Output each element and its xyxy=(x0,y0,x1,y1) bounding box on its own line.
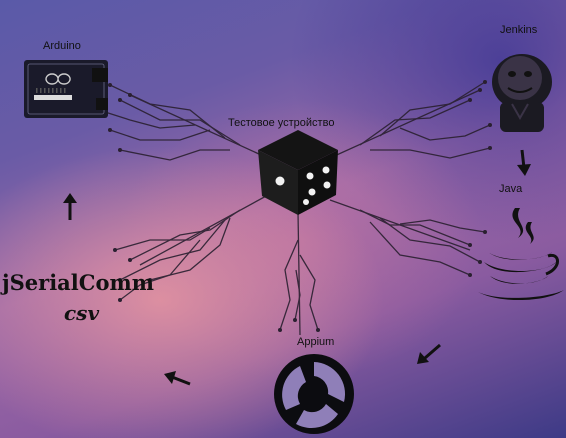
java-cup-icon xyxy=(478,208,564,301)
arduino-board-icon xyxy=(24,60,108,118)
java-label: Java xyxy=(499,183,523,195)
arrow-up-icon xyxy=(63,193,77,220)
dice-cube-icon xyxy=(258,130,338,215)
arrow-down-left-icon-right xyxy=(417,343,441,364)
appium-label: Appium xyxy=(297,336,335,348)
arrow-left-icon xyxy=(164,371,191,386)
jenkins-label: Jenkins xyxy=(500,24,538,36)
arduino-label: Arduino xyxy=(43,40,81,52)
brand-subtitle: csv xyxy=(64,301,100,325)
arrow-down-icon xyxy=(517,149,531,176)
device-label: Тестовое устройство xyxy=(228,117,335,129)
brand-title: jSerialComm xyxy=(2,270,154,295)
jenkins-butler-icon xyxy=(492,54,552,132)
appium-logo-icon xyxy=(274,354,354,434)
